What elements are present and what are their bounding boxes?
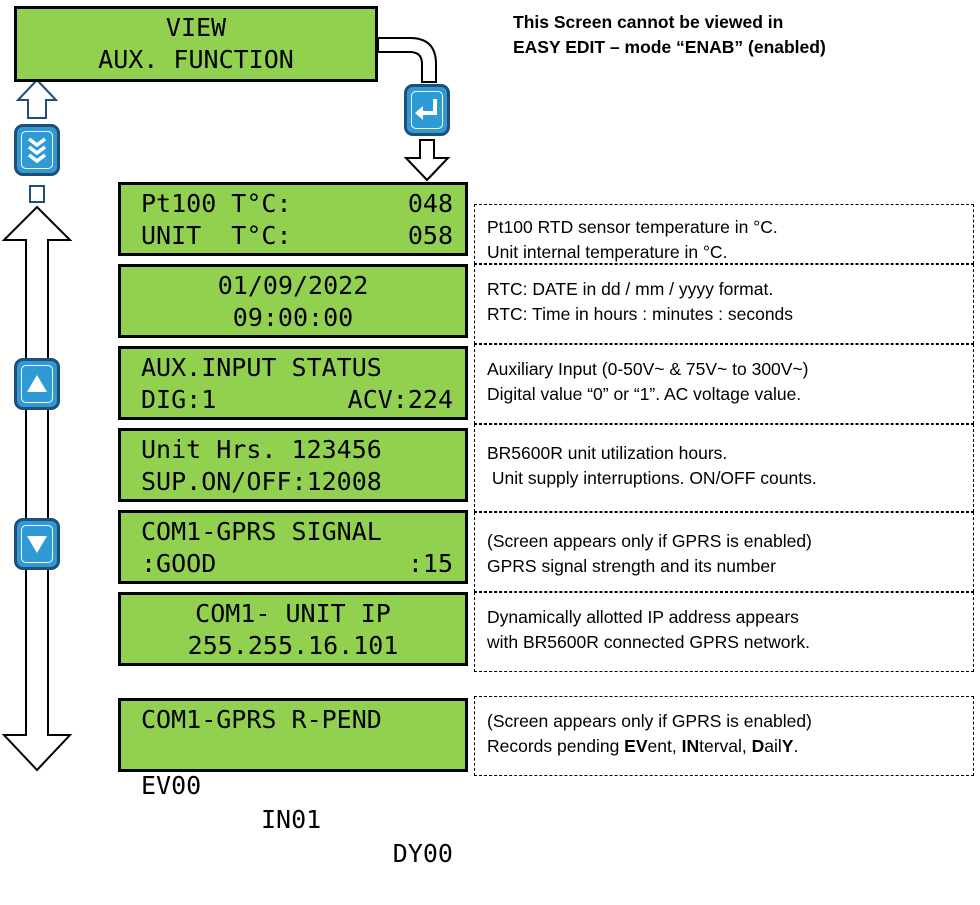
desc-text-ent: ent, — [647, 736, 682, 756]
desc-rtc: RTC: DATE in dd / mm / yyyy format. RTC:… — [474, 264, 974, 344]
scroll-double-arrow — [1, 205, 73, 772]
top-up-arrow — [15, 78, 59, 119]
desc-line1: (Screen appears only if GPRS is enabled) — [487, 531, 812, 551]
lcd-screen-unit-hours: Unit Hrs. 123456 SUP.ON/OFF:12008 — [118, 428, 468, 502]
lcd-line2-interval: IN01 — [261, 805, 322, 834]
desc-line2: with BR5600R connected GPRS network. — [487, 632, 810, 652]
header-lcd: VIEW AUX. FUNCTION — [14, 6, 378, 82]
desc-line2: Digital value “0” or “1”. AC voltage val… — [487, 384, 802, 404]
lcd-line2-daily: DY00 — [392, 839, 453, 868]
desc-bold-in: IN — [681, 736, 700, 756]
desc-bold-y: Y — [781, 736, 794, 756]
desc-line2: GPRS signal strength and its number — [487, 556, 776, 576]
lcd-line1-label: COM1-GPRS SIGNAL — [141, 517, 382, 546]
scroll-down-button[interactable] — [14, 518, 60, 570]
lcd-screen-records-pending: COM1-GPRS R-PEND EV00 IN01 DY00 — [118, 698, 468, 868]
lcd-line1-label: AUX.INPUT STATUS — [141, 353, 382, 382]
desc-line2: Unit internal temperature in °C. — [487, 242, 728, 262]
desc-line1: Dynamically allotted IP address appears — [487, 607, 799, 627]
lcd-line2-value: :15 — [407, 549, 453, 578]
enter-button[interactable] — [404, 84, 450, 136]
desc-aux-input: Auxiliary Input (0-50V~ & 75V~ to 300V~)… — [474, 344, 974, 424]
lcd-screen-unit-ip: COM1- UNIT IP 255.255.16.101 — [118, 592, 468, 666]
desc-gprs-signal: (Screen appears only if GPRS is enabled)… — [474, 512, 974, 592]
desc-line2: RTC: Time in hours : minutes : seconds — [487, 304, 794, 324]
desc-records-pending: (Screen appears only if GPRS is enabled)… — [474, 696, 974, 776]
desc-prefix: Records pending — [487, 736, 625, 756]
desc-line2: Records pending EVent, INterval, DailY. — [487, 734, 973, 759]
desc-bold-ev: EV — [624, 736, 648, 756]
desc-text-terval: terval, — [699, 736, 752, 756]
scroll-up-button[interactable] — [14, 358, 60, 410]
lcd-line2-value: ACV:224 — [347, 385, 453, 414]
lcd-screen-gprs-signal: COM1-GPRS SIGNAL :GOOD :15 — [118, 510, 468, 584]
note-line2: EASY EDIT – mode “ENAB” (enabled) — [513, 37, 826, 57]
desc-line2: Unit supply interruptions. ON/OFF counts… — [487, 468, 817, 488]
desc-unit-ip: Dynamically allotted IP address appears … — [474, 592, 974, 672]
desc-line1: RTC: DATE in dd / mm / yyyy format. — [487, 279, 774, 299]
scroll-down-double-chevron-icon — [27, 137, 47, 164]
up-triangle-icon — [27, 375, 47, 392]
lcd-screen-rtc: 01/09/2022 09:00:00 — [118, 264, 468, 338]
flow-connectors — [1, 37, 451, 772]
lcd-screen-aux-input: AUX.INPUT STATUS DIG:1 ACV:224 — [118, 346, 468, 420]
desc-temperature: Pt100 RTD sensor temperature in °C. Unit… — [474, 204, 974, 264]
lcd-line1: 01/09/2022 — [217, 271, 369, 300]
desc-line1: Pt100 RTD sensor temperature in °C. — [487, 217, 778, 237]
lcd-line2-label: UNIT T°C: — [141, 221, 292, 250]
lcd-screen-temperature: Pt100 T°C: 048 UNIT T°C: 058 — [118, 182, 468, 256]
note-line1: This Screen cannot be viewed in — [513, 12, 784, 32]
easy-edit-note: This Screen cannot be viewed in EASY EDI… — [513, 10, 826, 60]
lcd-line2-label: :GOOD — [141, 549, 217, 578]
stub-below-fast-button — [29, 185, 45, 203]
lcd-line1-label: Pt100 T°C: — [141, 189, 292, 218]
lcd-line2-value: 058 — [407, 221, 453, 250]
lcd-line2-label: DIG:1 — [141, 385, 217, 414]
desc-text-ail: ail — [764, 736, 782, 756]
lcd-line1-value: 048 — [407, 189, 453, 218]
desc-text-end: . — [793, 736, 799, 756]
lcd-line2: 255.255.16.101 — [187, 631, 399, 660]
header-to-enter-connector — [377, 37, 437, 83]
lcd-line1: COM1- UNIT IP — [195, 599, 391, 628]
desc-line1: (Screen appears only if GPRS is enabled) — [487, 711, 812, 731]
lcd-line1: Unit Hrs. 123456 — [141, 435, 382, 464]
header-title-line2: AUX. FUNCTION — [98, 45, 294, 74]
lcd-line2: SUP.ON/OFF:12008 — [141, 467, 382, 496]
desc-line1: Auxiliary Input (0-50V~ & 75V~ to 300V~) — [487, 359, 809, 379]
lcd-line1: COM1-GPRS R-PEND — [141, 705, 382, 734]
lcd-line2-event: EV00 — [141, 771, 202, 800]
header-title-line1: VIEW — [165, 13, 227, 42]
down-triangle-icon — [27, 536, 47, 553]
lcd-line2: 09:00:00 — [232, 303, 354, 332]
scroll-down-fast-button[interactable] — [14, 124, 60, 176]
enter-icon — [415, 99, 437, 120]
desc-bold-d: D — [751, 736, 765, 756]
desc-unit-hours: BR5600R unit utilization hours. Unit sup… — [474, 424, 974, 512]
desc-line1: BR5600R unit utilization hours. — [487, 443, 728, 463]
enter-to-screen-arrow — [403, 139, 451, 182]
